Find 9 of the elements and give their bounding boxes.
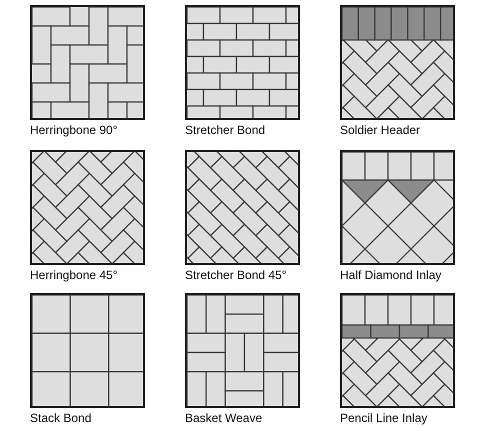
pattern-caption: Stretcher Bond (185, 123, 266, 137)
pattern-caption: Herringbone 45° (30, 268, 118, 282)
pattern-caption: Stack Bond (30, 411, 92, 425)
pattern-caption: Stretcher Bond 45° (185, 268, 287, 282)
pattern-caption: Pencil Line Inlay (340, 411, 428, 425)
pattern-caption: Basket Weave (185, 411, 262, 425)
pattern-caption: Soldier Header (340, 123, 420, 137)
pattern-caption: Herringbone 90° (30, 123, 118, 137)
pattern-caption: Half Diamond Inlay (340, 268, 442, 282)
